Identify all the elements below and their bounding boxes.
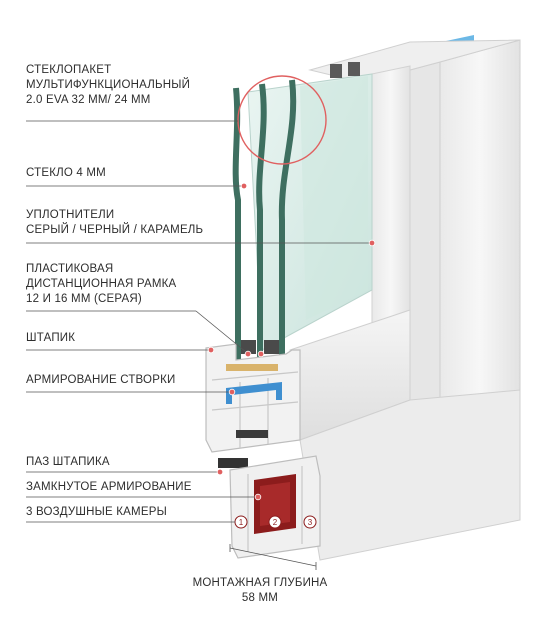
dot-bead-groove bbox=[217, 469, 223, 475]
label-spacer-line3: 12 И 16 ММ (СЕРАЯ) bbox=[26, 292, 176, 307]
label-glass: СТЕКЛО 4 ММ bbox=[26, 166, 106, 181]
label-depth: МОНТАЖНАЯ ГЛУБИНА 58 ММ bbox=[170, 576, 350, 606]
bead-groove-gasket bbox=[218, 458, 248, 468]
chamber-number-3: 3 bbox=[308, 518, 313, 527]
spacer-top-1 bbox=[330, 64, 342, 78]
spacer-frame-2 bbox=[264, 340, 279, 354]
chamber-marker-1: 1 bbox=[235, 516, 247, 528]
dot-sash-reinf bbox=[229, 389, 235, 395]
chamber-number-1: 1 bbox=[239, 518, 244, 527]
label-depth-line2: 58 ММ bbox=[170, 591, 350, 606]
label-seals-line1: УПЛОТНИТЕЛИ bbox=[26, 208, 203, 223]
chamber-marker-3: 3 bbox=[304, 516, 316, 528]
chamber-marker-2: 2 bbox=[269, 516, 281, 528]
label-closed-reinforcement: ЗАМКНУТОЕ АРМИРОВАНИЕ bbox=[26, 480, 192, 495]
label-glazing-line3: 2.0 EVA 32 ММ/ 24 ММ bbox=[26, 93, 190, 108]
label-depth-line1: МОНТАЖНАЯ ГЛУБИНА bbox=[170, 576, 350, 591]
label-seals-line2: СЕРЫЙ / ЧЕРНЫЙ / КАРАМЕЛЬ bbox=[26, 223, 203, 238]
dot-glass bbox=[241, 183, 247, 189]
dot-spacer bbox=[245, 351, 251, 357]
label-bead-groove: ПАЗ ШТАПИКА bbox=[26, 455, 110, 470]
label-glazing-line1: СТЕКЛОПАКЕТ bbox=[26, 63, 190, 78]
frame-gasket bbox=[236, 430, 268, 438]
label-glazing-line2: МУЛЬТИФУНКЦИОНАЛЬНЫЙ bbox=[26, 78, 190, 93]
label-spacer-line2: ДИСТАНЦИОННАЯ РАМКА bbox=[26, 277, 176, 292]
spacer-top-2 bbox=[348, 62, 360, 76]
label-bead: ШТАПИК bbox=[26, 331, 75, 346]
seal-caramel bbox=[226, 364, 278, 371]
glass-edge-1 bbox=[236, 88, 238, 360]
glass-pane-inner bbox=[300, 76, 368, 320]
label-air-chambers: 3 ВОЗДУШНЫЕ КАМЕРЫ bbox=[26, 505, 167, 520]
label-spacer: ПЛАСТИКОВАЯ ДИСТАНЦИОННАЯ РАМКА 12 И 16 … bbox=[26, 262, 176, 307]
chamber-number-2: 2 bbox=[273, 518, 278, 527]
label-sash-reinforcement: АРМИРОВАНИЕ СТВОРКИ bbox=[26, 373, 175, 388]
label-spacer-line1: ПЛАСТИКОВАЯ bbox=[26, 262, 176, 277]
label-seals: УПЛОТНИТЕЛИ СЕРЫЙ / ЧЕРНЫЙ / КАРАМЕЛЬ bbox=[26, 208, 203, 238]
dot-bead bbox=[208, 347, 214, 353]
dot-closed-reinf bbox=[255, 494, 261, 500]
label-glazing: СТЕКЛОПАКЕТ МУЛЬТИФУНКЦИОНАЛЬНЫЙ 2.0 EVA… bbox=[26, 63, 190, 108]
dot-spacer-2 bbox=[258, 351, 264, 357]
dot-seals bbox=[369, 240, 375, 246]
